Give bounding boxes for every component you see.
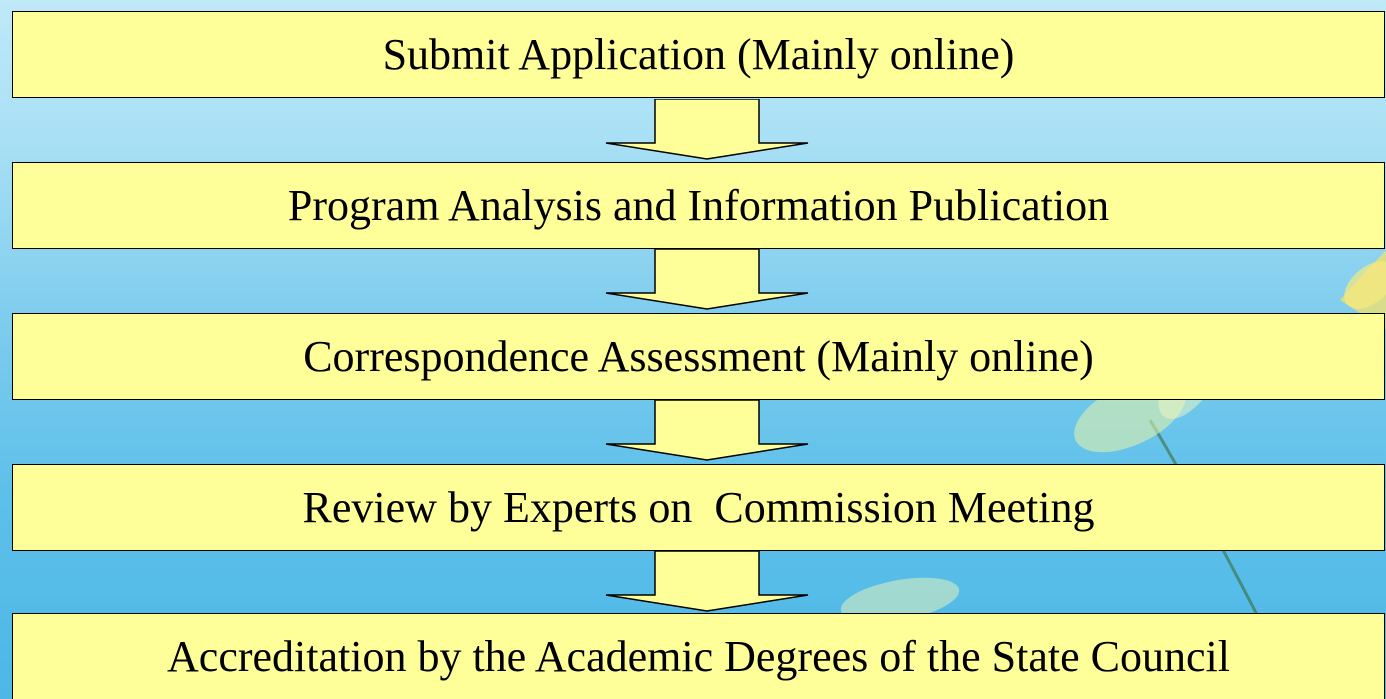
step-label: Program Analysis and Information Publica… (287, 180, 1110, 230)
step-box-submit-application: Submit Application (Mainly online) (12, 11, 1385, 98)
step-box-expert-review: Review by Experts on Commission Meeting (12, 464, 1385, 551)
step-label: Review by Experts on Commission Meeting (302, 482, 1095, 532)
down-arrow-icon (605, 249, 809, 310)
step-label: Submit Application (Mainly online) (382, 29, 1015, 79)
down-arrow-icon (605, 400, 809, 461)
down-arrow-icon (605, 99, 809, 160)
down-arrow-icon (605, 551, 809, 612)
step-box-correspondence-assessment: Correspondence Assessment (Mainly online… (12, 313, 1385, 400)
step-box-program-analysis: Program Analysis and Information Publica… (12, 162, 1385, 249)
step-box-accreditation: Accreditation by the Academic Degrees of… (12, 613, 1385, 699)
step-label: Correspondence Assessment (Mainly online… (303, 331, 1094, 381)
step-label: Accreditation by the Academic Degrees of… (167, 631, 1230, 681)
